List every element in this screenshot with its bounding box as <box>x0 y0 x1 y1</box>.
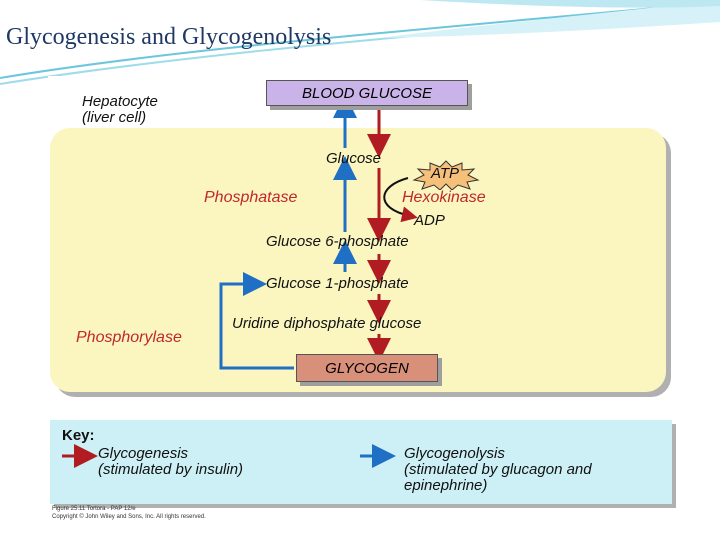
arrow-glycogen-to-g1p <box>219 272 294 370</box>
pathway-arrows <box>62 94 418 468</box>
glucose-1-phosphate-label: Glucose 1-phosphate <box>266 275 409 292</box>
glycogen-box: GLYCOGEN <box>296 354 438 382</box>
blood-glucose-box: BLOOD GLUCOSE <box>266 80 468 106</box>
glucose-label: Glucose <box>326 150 382 167</box>
liver-cell-label: (liver cell) <box>82 109 147 126</box>
slide-title: Glycogenesis and Glycogenolysis <box>6 24 332 50</box>
header-swoosh-decoration <box>0 0 720 85</box>
figure-credit: Figure 25.11 Tortora - PAP 12/e <box>52 506 136 512</box>
figure: BLOOD GLUCOSE Hepatocyte (liver cell) Gl… <box>48 76 676 524</box>
atp-burst <box>412 160 480 190</box>
key-glycogenolysis-label: Glycogenolysis <box>404 445 505 462</box>
key-glycogenesis-label: Glycogenesis <box>98 445 189 462</box>
hepatocyte-cell <box>50 128 666 392</box>
adp-label: ADP <box>414 212 445 229</box>
key-heading: Key: <box>62 427 95 444</box>
copyright-credit: Copyright © John Wiley and Sons, Inc. Al… <box>52 514 206 520</box>
key-glycogenolysis-note-2: epinephrine) <box>404 477 488 494</box>
phosphatase-label: Phosphatase <box>204 189 298 206</box>
glucose-6-phosphate-label: Glucose 6-phosphate <box>266 233 409 250</box>
hepatocyte-label: Hepatocyte <box>82 93 158 110</box>
key-glycogenolysis-note: (stimulated by glucagon and <box>404 461 592 478</box>
key-panel <box>50 420 672 504</box>
atp-label: ATP <box>431 165 460 182</box>
udp-glucose-label: Uridine diphosphate glucose <box>232 315 422 332</box>
phosphorylase-label: Phosphorylase <box>76 329 182 346</box>
key-glycogenesis-note: (stimulated by insulin) <box>98 461 244 478</box>
hexokinase-label: Hexokinase <box>402 189 486 206</box>
arrow-atp-to-adp <box>383 177 418 223</box>
